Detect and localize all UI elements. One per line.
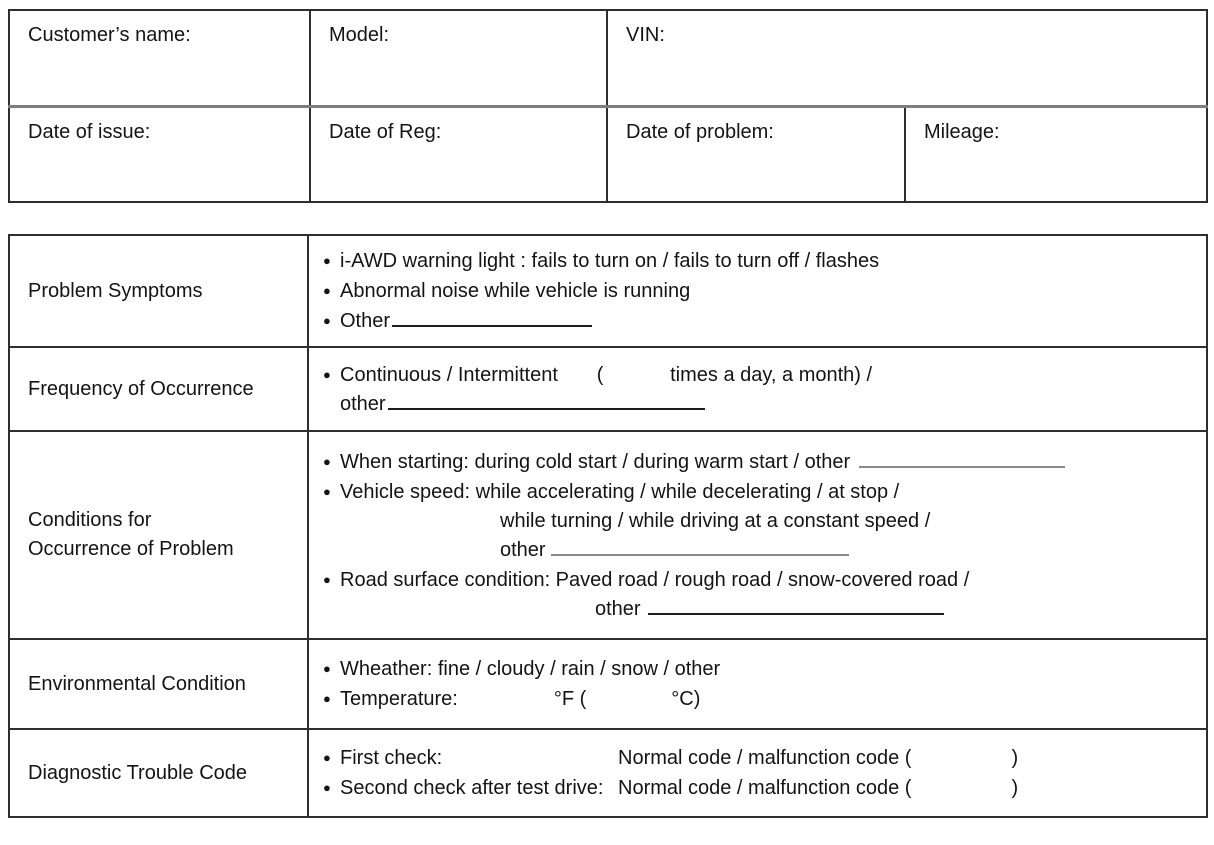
condition-line-speed-other: other <box>323 536 1204 565</box>
symptom-line-other: ●Other <box>323 306 1204 336</box>
vin-label: VIN: <box>626 24 665 46</box>
conditions-label-line1: Conditions for <box>28 509 152 531</box>
blank-line <box>392 325 593 327</box>
environmental-label: Environmental Condition <box>8 638 309 730</box>
diagnostic-worksheet-page: Customer’s name: Model: VIN: Date of iss… <box>8 9 1208 818</box>
condition-line-vehicle-speed: ●Vehicle speed: while accelerating / whi… <box>323 477 1204 507</box>
model-cell: Model: <box>309 9 608 108</box>
diagnostic-trouble-code-label: Diagnostic Trouble Code <box>8 728 309 818</box>
bullet-icon: ● <box>323 453 331 469</box>
frequency-line-other: other <box>323 390 1204 419</box>
vin-cell: VIN: <box>606 9 1208 108</box>
blank-line <box>859 465 1066 468</box>
frequency-label: Frequency of Occurrence <box>8 346 309 432</box>
dtc-line-second-check: ●Second check after test drive:Normal co… <box>323 773 1204 803</box>
date-of-problem-label: Date of problem: <box>626 120 774 143</box>
date-of-problem-cell: Date of problem: <box>606 105 906 203</box>
model-label: Model: <box>329 24 390 46</box>
problem-symptoms-content: ●i-AWD warning light : fails to turn on … <box>307 234 1208 348</box>
date-of-reg-label: Date of Reg: <box>329 120 442 143</box>
frequency-row: Frequency of Occurrence ●Continuous / In… <box>8 346 1208 432</box>
bullet-icon: ● <box>323 283 331 298</box>
blank-line <box>647 612 944 615</box>
diagnostic-trouble-code-content: ●First check:Normal code / malfunction c… <box>307 728 1208 818</box>
dtc-line-first-check: ●First check:Normal code / malfunction c… <box>323 743 1204 773</box>
mileage-cell: Mileage: <box>904 105 1208 203</box>
blank-line <box>550 553 849 556</box>
bullet-icon: ● <box>323 691 331 706</box>
conditions-row: Conditions for Occurrence of Problem ●Wh… <box>8 430 1208 640</box>
bullet-icon: ● <box>323 571 331 587</box>
bullet-icon: ● <box>323 750 331 765</box>
condition-line-road-surface: ●Road surface condition: Paved road / ro… <box>323 565 1204 595</box>
bullet-icon: ● <box>323 780 331 795</box>
mileage-label: Mileage: <box>924 120 1000 143</box>
bullet-icon: ● <box>323 661 331 676</box>
environmental-row: Environmental Condition ●Wheather: fine … <box>8 638 1208 730</box>
conditions-label: Conditions for Occurrence of Problem <box>8 430 309 640</box>
bullet-icon: ● <box>323 366 331 382</box>
diagnostic-trouble-code-row: Diagnostic Trouble Code ●First check:Nor… <box>8 728 1208 818</box>
problem-symptoms-row: Problem Symptoms ●i-AWD warning light : … <box>8 234 1208 348</box>
customer-info-row-2: Date of issue: Date of Reg: Date of prob… <box>8 105 1208 203</box>
date-of-issue-label: Date of issue: <box>28 120 151 143</box>
customer-info-table: Customer’s name: Model: VIN: Date of iss… <box>8 9 1208 203</box>
frequency-line-continuous: ●Continuous / Intermittent ( times a day… <box>323 360 1204 390</box>
date-of-issue-cell: Date of issue: <box>8 105 311 203</box>
condition-line-road-other: other <box>323 595 1204 624</box>
bullet-icon: ● <box>323 483 331 499</box>
condition-line-while-turning: while turning / while driving at a const… <box>500 509 931 532</box>
diagnostic-table: Problem Symptoms ●i-AWD warning light : … <box>8 234 1208 818</box>
environment-line-temperature: ●Temperature:°F (°C) <box>323 684 1204 714</box>
problem-symptoms-label: Problem Symptoms <box>8 234 309 348</box>
bullet-icon: ● <box>323 253 331 268</box>
environmental-content: ●Wheather: fine / cloudy / rain / snow /… <box>307 638 1208 730</box>
conditions-content: ●When starting: during cold start / duri… <box>307 430 1208 640</box>
condition-line-when-starting: ●When starting: during cold start / duri… <box>323 447 1204 477</box>
frequency-content: ●Continuous / Intermittent ( times a day… <box>307 346 1208 432</box>
blank-line <box>387 407 705 410</box>
customer-info-row-1: Customer’s name: Model: VIN: <box>8 9 1208 108</box>
conditions-label-line2: Occurrence of Problem <box>28 538 234 560</box>
symptom-line-warning-light: ●i-AWD warning light : fails to turn on … <box>323 246 1204 276</box>
date-of-reg-cell: Date of Reg: <box>309 105 608 203</box>
bullet-icon: ● <box>323 313 331 328</box>
environment-line-weather: ●Wheather: fine / cloudy / rain / snow /… <box>323 654 1204 684</box>
symptom-line-abnormal-noise: ●Abnormal noise while vehicle is running <box>323 276 1204 306</box>
customer-name-label: Customer’s name: <box>28 24 191 46</box>
customer-name-cell: Customer’s name: <box>8 9 311 108</box>
